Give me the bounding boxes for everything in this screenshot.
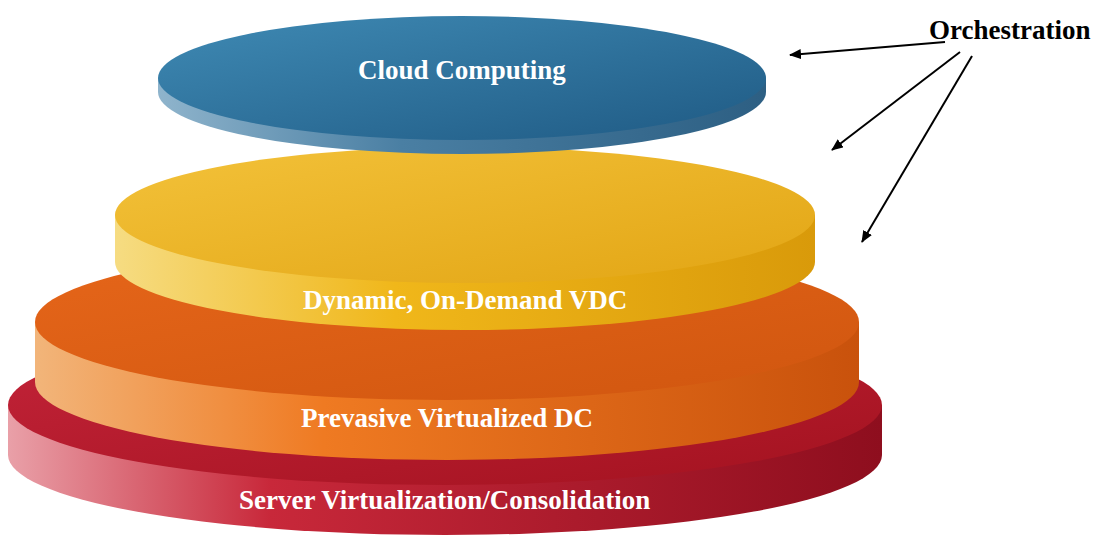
disc-top	[115, 147, 815, 283]
leader-arrow	[862, 56, 972, 242]
disc-layer: Server Virtualization/Consolidation	[239, 485, 650, 516]
disc-layer: Cloud Computing	[358, 55, 566, 86]
layer-title: Prevasive Virtualized DC	[301, 403, 593, 434]
leader-arrow	[790, 42, 945, 55]
disc-layer: Dynamic, On-Demand VDC	[303, 285, 627, 316]
layer-title: Cloud Computing	[358, 55, 566, 86]
layer-title: Server Virtualization/Consolidation	[239, 485, 650, 516]
leader-arrow	[832, 52, 960, 150]
disc-top	[158, 16, 766, 140]
disc-layer: Prevasive Virtualized DC	[301, 403, 593, 434]
layer-title: Dynamic, On-Demand VDC	[303, 285, 627, 316]
callout-label: Orchestration	[929, 15, 1090, 46]
